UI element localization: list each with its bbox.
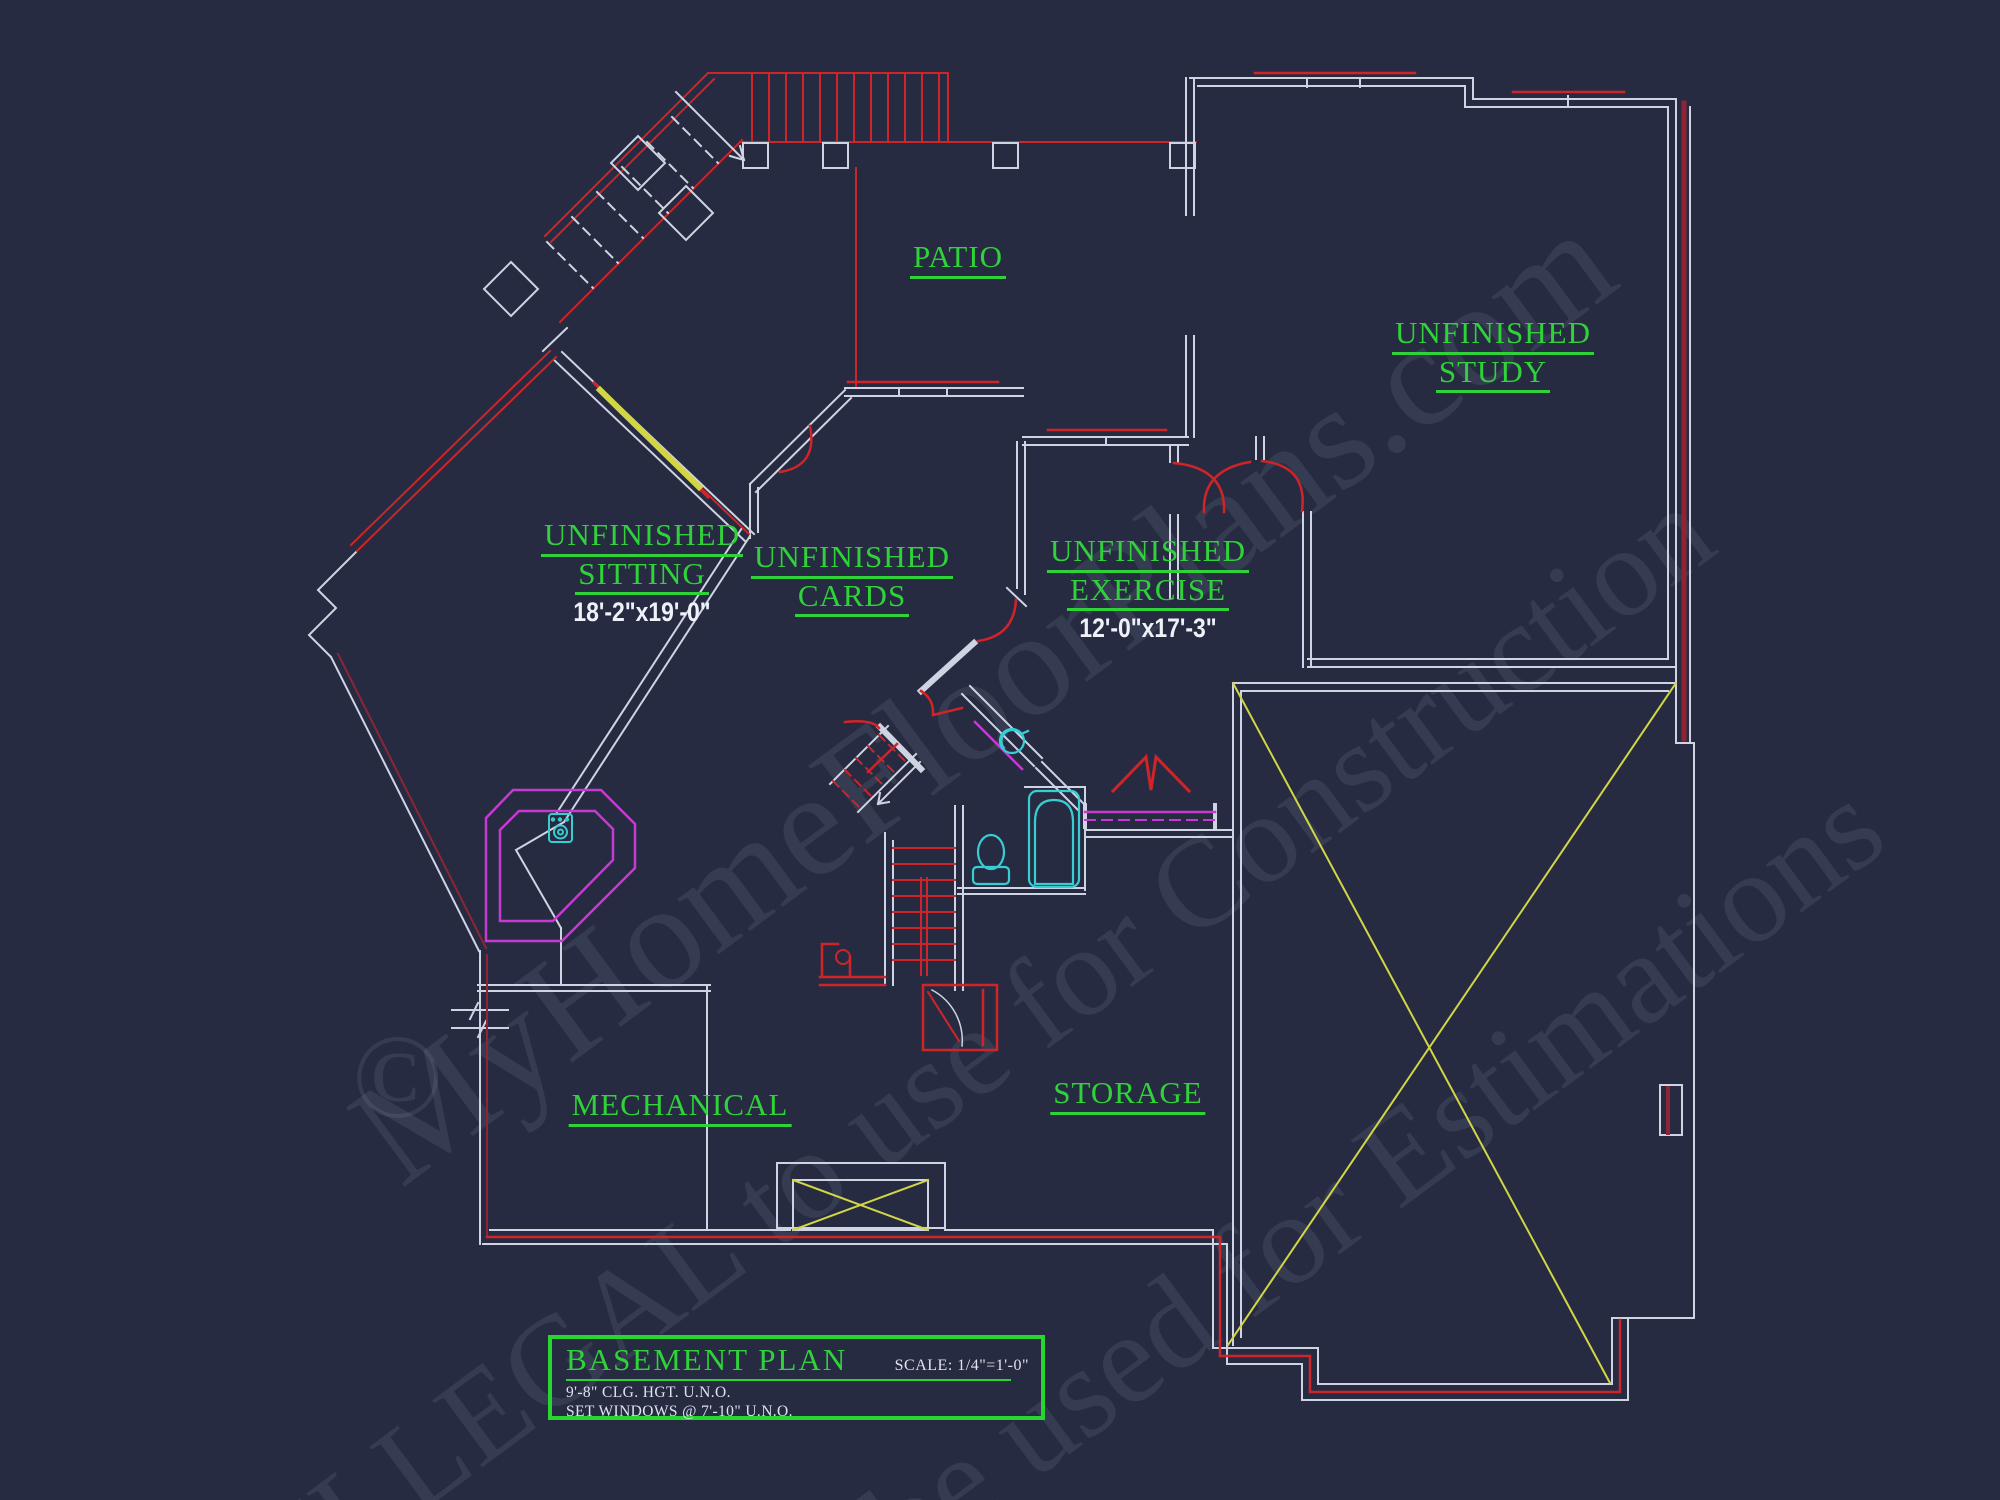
title-block: BASEMENT PLAN SCALE: 1/4"=1'-0" 9'-8" CL…	[548, 1335, 1045, 1420]
hall-counter-lines	[1083, 810, 1217, 821]
plan-note-ceiling: 9'-8" CLG. HGT. U.N.O.	[566, 1384, 731, 1401]
deck-stair-direction-arrow	[674, 90, 746, 162]
stair-landing-door	[921, 983, 999, 1052]
deck-post-hatched	[482, 134, 715, 318]
sitting-dimension: 18'-2"x19'-0"	[573, 597, 711, 628]
garage-walls	[1232, 682, 1695, 1346]
cards-exercise-windows	[846, 380, 1168, 432]
room-label-cards: UNFINISHED CARDS	[751, 539, 953, 618]
title-underline	[566, 1379, 1011, 1381]
window-well	[776, 1162, 946, 1232]
study-walls	[1185, 77, 1695, 744]
sitting-window	[595, 385, 704, 492]
room-label-sitting: UNFINISHED SITTING 18'-2"x19'-0"	[541, 517, 743, 628]
toilet-icon	[971, 833, 1011, 886]
bathtub-icon	[1027, 789, 1081, 889]
vanity-counter-edge	[973, 720, 1024, 771]
plan-title: BASEMENT PLAN	[566, 1342, 848, 1377]
sink-icon	[998, 727, 1030, 755]
room-label-study: UNFINISHED STUDY	[1392, 315, 1594, 394]
plan-scale: SCALE: 1/4"=1'-0"	[894, 1357, 1029, 1374]
bottom-wall-red-line	[485, 1235, 1622, 1394]
room-label-exercise: UNFINISHED EXERCISE 12'-0"x17'-3"	[1047, 533, 1249, 644]
room-label-mechanical: MECHANICAL	[568, 1087, 792, 1127]
study-windows	[1186, 79, 1621, 332]
stair-lower-flight	[818, 805, 964, 991]
room-label-storage: STORAGE	[1050, 1075, 1206, 1115]
deck-stair-treads	[543, 71, 1197, 389]
bottom-walls	[482, 1229, 1695, 1401]
patio-posts	[742, 142, 1196, 169]
cased-opening-m	[1110, 753, 1192, 794]
room-label-patio: PATIO	[910, 239, 1006, 279]
mechanical-walls	[451, 950, 711, 1245]
hall-door-arcs	[778, 424, 1226, 774]
study-wall-red-lines	[1253, 71, 1687, 742]
cards-exercise-walls	[748, 387, 1189, 774]
sitting-walls	[307, 326, 756, 986]
plan-note-windows: SET WINDOWS @ 7'-10" U.N.O.	[566, 1402, 793, 1420]
bathroom-walls	[957, 684, 1234, 895]
bar-counter	[484, 788, 637, 943]
deck-stair-dashed-steps	[545, 115, 720, 290]
garage-x-brace	[1226, 681, 1678, 1385]
sitting-sw-red-line	[336, 652, 488, 950]
washer-icon	[548, 813, 573, 843]
exercise-dimension: 12'-0"x17'-3"	[1079, 613, 1217, 644]
stair-upper-flight	[828, 724, 922, 814]
